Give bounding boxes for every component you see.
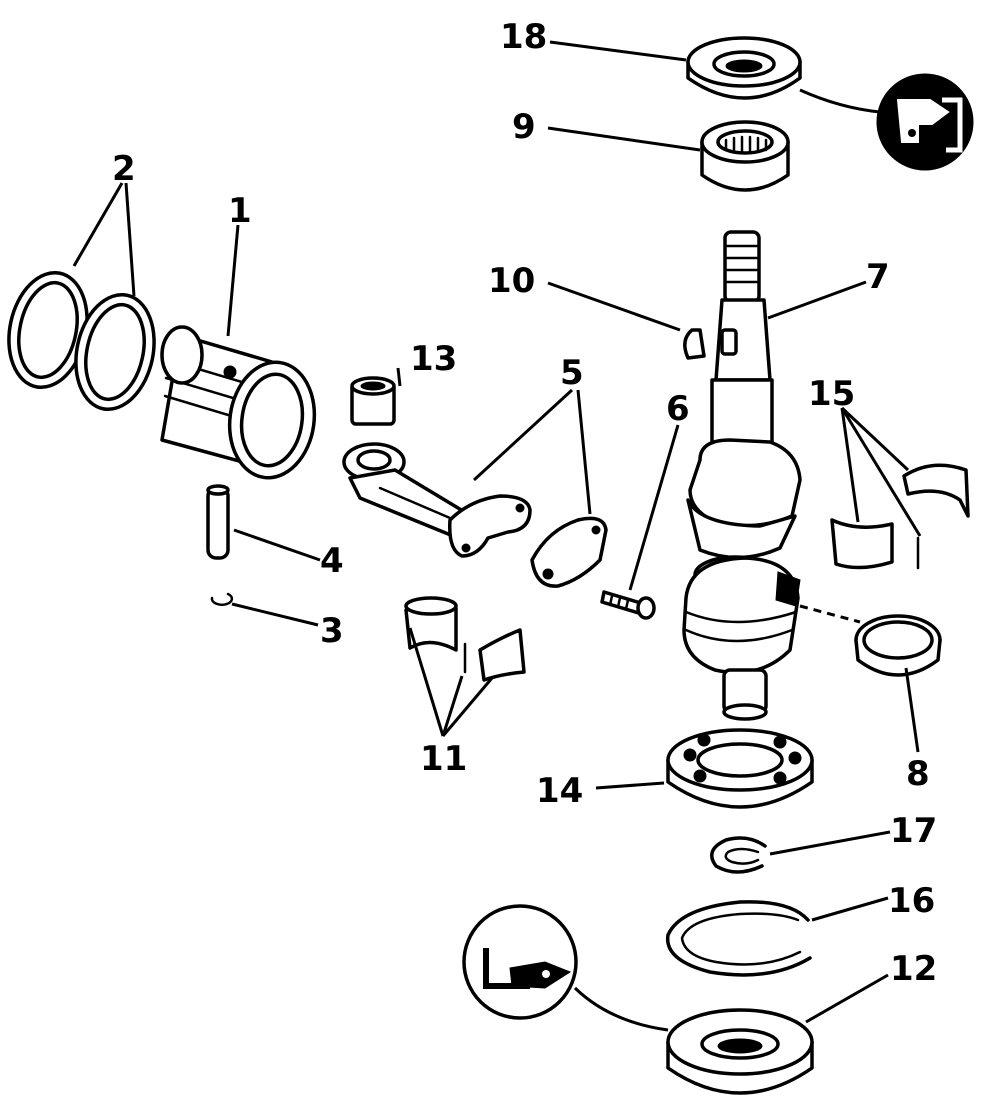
- leader-lines: [72, 40, 922, 1024]
- seal-install-direction-icon-top: [799, 73, 974, 171]
- callout-3: 3: [320, 611, 344, 651]
- lower-seal: [666, 1008, 814, 1095]
- callout-16: 16: [888, 881, 935, 921]
- rod-bolt: [600, 590, 656, 620]
- callout-4: 4: [320, 541, 344, 581]
- callout-8: 8: [906, 754, 930, 794]
- callout-14: 14: [536, 771, 583, 811]
- upper-seal: [686, 36, 802, 100]
- main-bearing-halves: [830, 463, 970, 570]
- callout-1: 1: [228, 191, 252, 231]
- pin-retainer-clip: [210, 592, 234, 606]
- callout-18: 18: [500, 17, 547, 57]
- callout-6: 6: [666, 389, 690, 429]
- callout-10: 10: [488, 261, 535, 301]
- retaining-ring: [665, 900, 812, 977]
- callout-15: 15: [808, 374, 855, 414]
- needle-bearing: [350, 376, 396, 426]
- piston-rings: [7, 270, 156, 412]
- small-snap-ring: [710, 836, 767, 874]
- callout-13: 13: [410, 339, 457, 379]
- callout-labels: 1 2 3 4 5 6 7 8 9 10 11 12 13 14 15 16 1…: [112, 17, 937, 989]
- callout-7: 7: [866, 257, 890, 297]
- connecting-rod: [342, 442, 532, 558]
- rod-bearing-halves: [404, 596, 526, 682]
- piston: [160, 325, 317, 480]
- callout-17: 17: [890, 811, 937, 851]
- crankshaft: [682, 230, 802, 721]
- seal-ring: [854, 614, 942, 677]
- wrist-pin: [206, 484, 230, 560]
- ball-bearing: [666, 728, 814, 809]
- seal-install-direction-icon-bottom: [462, 904, 669, 1032]
- woodruff-key: [683, 328, 706, 360]
- connecting-rod-cap: [530, 516, 608, 588]
- upper-roller-bearing: [700, 120, 790, 192]
- callout-12: 12: [890, 949, 937, 989]
- callout-11: 11: [420, 739, 467, 779]
- callout-2: 2: [112, 149, 136, 189]
- callout-5: 5: [560, 353, 584, 393]
- callout-9: 9: [512, 107, 536, 147]
